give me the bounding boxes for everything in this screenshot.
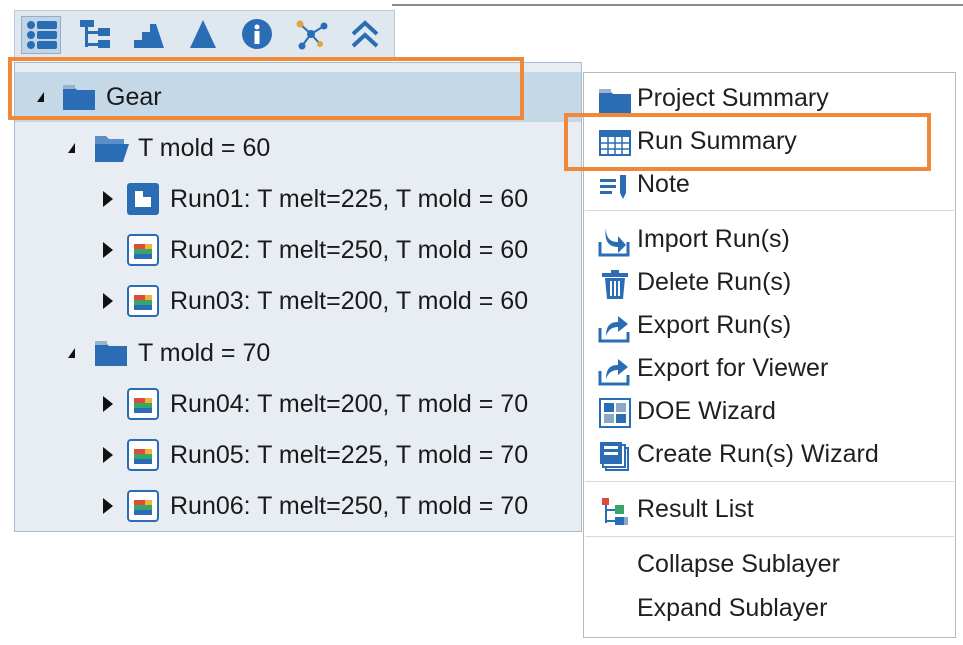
tree-hierarchy-icon — [80, 20, 110, 48]
expand-toggle-icon[interactable] — [103, 447, 113, 463]
menu-separator — [585, 210, 954, 211]
menu-item-label: Run Summary — [637, 127, 797, 155]
tree-node-group[interactable]: T mold = 70 — [15, 328, 581, 378]
tree-node-gear[interactable]: Gear — [15, 72, 581, 122]
run-result-icon — [127, 285, 159, 317]
menu-item-export-for-viewer[interactable]: Export for Viewer — [584, 347, 955, 389]
tree-node-label: T mold = 70 — [138, 339, 271, 367]
note-icon — [600, 175, 626, 199]
menu-item-label: Export for Viewer — [637, 354, 829, 382]
tree-node-label: T mold = 60 — [138, 134, 271, 162]
expand-toggle-icon[interactable] — [103, 242, 113, 258]
run-result-icon — [127, 234, 159, 266]
tree-view-button[interactable] — [75, 16, 115, 54]
menu-item-label: Delete Run(s) — [637, 268, 792, 296]
stairs-icon — [134, 24, 164, 48]
cone-icon — [190, 20, 216, 48]
expand-toggle-icon[interactable] — [103, 191, 113, 207]
collapse-toolbar-button[interactable] — [345, 16, 385, 54]
expand-toggle-icon[interactable] — [37, 92, 44, 102]
tree-node-label: Run03: T melt=200, T mold = 60 — [170, 287, 529, 315]
run-result-icon — [127, 490, 159, 522]
doe-grid-icon — [599, 398, 631, 428]
stairs-button[interactable] — [129, 16, 169, 54]
menu-item-project-summary[interactable]: Project Summary — [584, 77, 955, 119]
tree-node-run[interactable]: Run01: T melt=225, T mold = 60 — [15, 174, 581, 224]
tree-node-run[interactable]: Run05: T melt=225, T mold = 70 — [15, 430, 581, 480]
run-result-icon — [127, 439, 159, 471]
expand-toggle-icon[interactable] — [68, 348, 75, 358]
folder-icon — [599, 89, 631, 114]
context-menu: Project Summary Run Summary Note Import … — [583, 72, 956, 638]
tree-node-label: Run05: T melt=225, T mold = 70 — [170, 441, 529, 469]
export-icon — [598, 359, 630, 386]
view-toolbar — [14, 10, 395, 58]
tree-node-label: Run02: T melt=250, T mold = 60 — [170, 236, 529, 264]
menu-item-label: Result List — [637, 495, 754, 523]
menu-item-label: Export Run(s) — [637, 311, 792, 339]
network-button[interactable] — [291, 16, 331, 54]
menu-item-label: Expand Sublayer — [637, 594, 828, 622]
tree-node-run[interactable]: Run02: T melt=250, T mold = 60 — [15, 225, 581, 275]
expand-toggle-icon[interactable] — [103, 498, 113, 514]
network-icon — [296, 20, 328, 50]
double-chevron-up-icon — [351, 20, 379, 48]
expand-toggle-icon[interactable] — [68, 143, 75, 153]
list-view-button[interactable] — [21, 16, 61, 54]
info-icon — [242, 19, 272, 49]
menu-separator — [585, 536, 954, 537]
menu-item-result-list[interactable]: Result List — [584, 488, 955, 530]
menu-item-collapse-sublayer[interactable]: Collapse Sublayer — [584, 543, 955, 585]
project-tree-panel: Gear T mold = 60 Run01: T melt=225, T mo… — [14, 62, 582, 532]
folder-open-icon — [95, 136, 129, 162]
run-model-icon — [127, 183, 159, 215]
table-grid-icon — [599, 130, 631, 156]
menu-item-expand-sublayer[interactable]: Expand Sublayer — [584, 587, 955, 629]
cone-button[interactable] — [183, 16, 223, 54]
menu-item-export-runs[interactable]: Export Run(s) — [584, 304, 955, 346]
tree-node-label: Run04: T melt=200, T mold = 70 — [170, 390, 529, 418]
tree-node-label: Run06: T melt=250, T mold = 70 — [170, 492, 529, 520]
menu-separator — [585, 481, 954, 482]
expand-toggle-icon[interactable] — [103, 396, 113, 412]
menu-item-label: Project Summary — [637, 84, 829, 112]
expand-toggle-icon[interactable] — [103, 293, 113, 309]
menu-item-delete-runs[interactable]: Delete Run(s) — [584, 261, 955, 303]
menu-item-note[interactable]: Note — [584, 163, 955, 205]
menu-item-label: Import Run(s) — [637, 225, 790, 253]
tree-node-run[interactable]: Run03: T melt=200, T mold = 60 — [15, 276, 581, 326]
list-view-icon — [27, 21, 57, 49]
menu-item-label: DOE Wizard — [637, 397, 776, 425]
tree-node-label: Run01: T melt=225, T mold = 60 — [170, 185, 529, 213]
menu-item-doe-wizard[interactable]: DOE Wizard — [584, 390, 955, 432]
menu-item-create-runs-wizard[interactable]: Create Run(s) Wizard — [584, 433, 955, 475]
run-result-icon — [127, 388, 159, 420]
stacked-pages-icon — [600, 442, 629, 471]
tree-node-run[interactable]: Run06: T melt=250, T mold = 70 — [15, 481, 581, 531]
folder-icon — [95, 341, 127, 366]
tree-node-label: Gear — [106, 83, 162, 111]
export-icon — [598, 316, 630, 343]
menu-item-label: Create Run(s) Wizard — [637, 440, 879, 468]
info-button[interactable] — [237, 16, 277, 54]
menu-item-import-runs[interactable]: Import Run(s) — [584, 218, 955, 260]
tree-node-run[interactable]: Run04: T melt=200, T mold = 70 — [15, 379, 581, 429]
menu-item-run-summary[interactable]: Run Summary — [584, 120, 955, 162]
top-divider-line — [392, 4, 963, 6]
menu-item-label: Note — [637, 170, 690, 198]
result-list-icon — [602, 498, 628, 525]
tree-node-group[interactable]: T mold = 60 — [15, 123, 581, 173]
import-icon — [598, 228, 630, 257]
trash-icon — [602, 270, 628, 299]
folder-icon — [63, 85, 95, 110]
menu-item-label: Collapse Sublayer — [637, 550, 840, 578]
